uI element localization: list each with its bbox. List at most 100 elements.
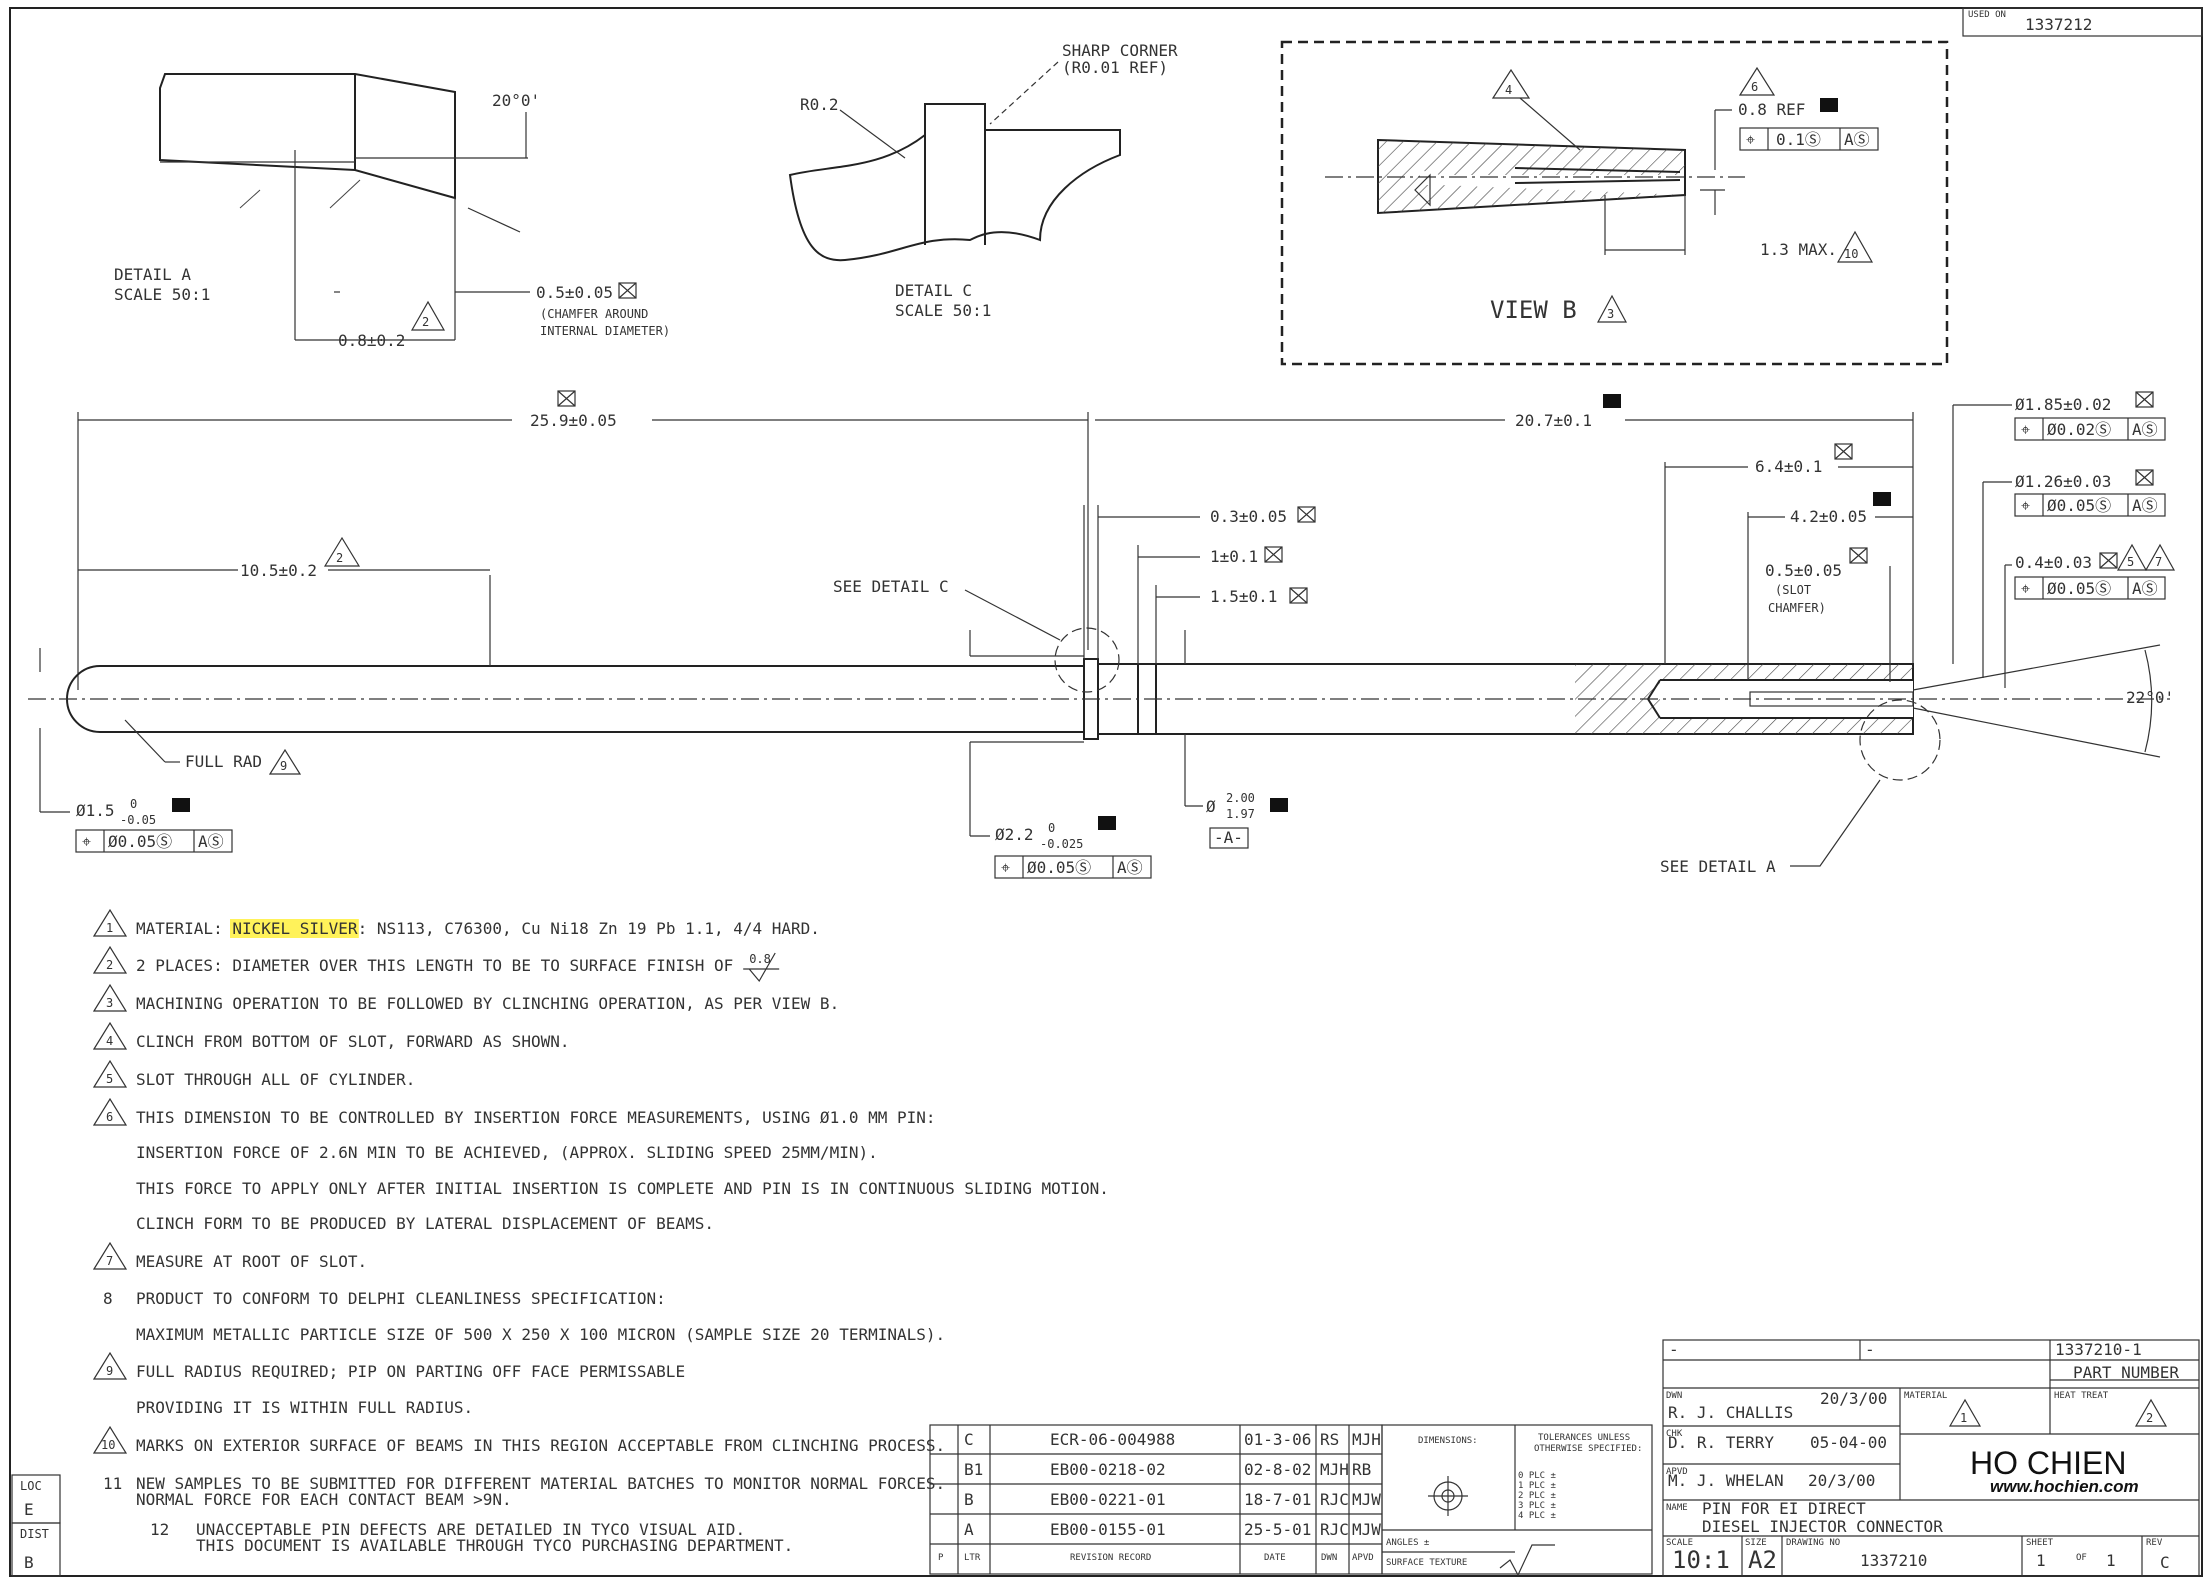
note-item: INSERTION FORCE OF 2.6N MIN TO BE ACHIEV… (136, 1143, 878, 1162)
note-text: THIS FORCE TO APPLY ONLY AFTER INITIAL I… (136, 1179, 1109, 1198)
svg-text:⌖: ⌖ (2021, 420, 2030, 439)
view-b-title: VIEW B (1490, 296, 1577, 324)
note-item: 8 PRODUCT TO CONFORM TO DELPHI CLEANLINES… (103, 1289, 666, 1308)
company-logo: HO CHIEN (1970, 1445, 2126, 1481)
svg-text:DIMENSIONS:: DIMENSIONS: (1418, 1436, 1478, 1446)
svg-text:LTR: LTR (964, 1553, 981, 1563)
svg-text:2: 2 (2146, 1411, 2153, 1425)
detail-a-scale: SCALE 50:1 (114, 285, 210, 304)
svg-text:6: 6 (1751, 80, 1758, 94)
rev-record: EB00-0221-01 (1050, 1490, 1166, 1509)
svg-text:AⓈ: AⓈ (1844, 130, 1870, 149)
dim-0-3: 0.3±0.05 (1210, 507, 1287, 526)
detail-c-radius: R0.2 (800, 95, 839, 114)
rev-record: EB00-0155-01 (1050, 1520, 1166, 1539)
svg-text:DWN: DWN (1321, 1553, 1337, 1563)
note-item: PROVIDING IT IS WITHIN FULL RADIUS. (136, 1398, 473, 1417)
note-flag-icon (92, 1021, 128, 1050)
svg-text:20/3/00: 20/3/00 (1808, 1471, 1875, 1490)
surface-finish-icon (743, 952, 780, 983)
sheet-border (9, 7, 2203, 1577)
highlight-mark (230, 919, 359, 938)
svg-text:CHAMFER): CHAMFER) (1768, 601, 1826, 615)
detail-a-angle: 20°0' (492, 91, 540, 110)
note-text: MATERIAL: NICKEL SILVER: NS113, C76300, … (136, 919, 820, 938)
svg-text:A2: A2 (1748, 1546, 1777, 1574)
detail-a-chamfer: 0.5±0.05 (536, 283, 613, 302)
note-text: MEASURE AT ROOT OF SLOT. (136, 1252, 367, 1271)
note-number: 8 (103, 1289, 113, 1308)
svg-text:C: C (2160, 1553, 2170, 1572)
svg-text:(SLOT: (SLOT (1775, 583, 1811, 597)
note-item: THIS FORCE TO APPLY ONLY AFTER INITIAL I… (136, 1179, 1109, 1198)
note-number: 3 (106, 996, 113, 1010)
note-number: 7 (106, 1254, 113, 1268)
dim-1-5: 1.5±0.1 (1210, 587, 1277, 606)
note-text: CLINCH FROM BOTTOM OF SLOT, FORWARD AS S… (136, 1032, 569, 1051)
svg-text:-: - (1669, 1340, 1679, 1359)
rev-date: 01-3-06 (1244, 1430, 1311, 1449)
note-text: PRODUCT TO CONFORM TO DELPHI CLEANLINESS… (136, 1289, 666, 1308)
note-item: 1 MATERIAL: NICKEL SILVER: NS113, C76300,… (92, 908, 820, 938)
svg-text:R. J. CHALLIS: R. J. CHALLIS (1668, 1403, 1793, 1422)
svg-text:1 PLC ±: 1 PLC ± (1518, 1481, 1557, 1491)
rev-dwn: RS (1320, 1430, 1339, 1449)
note-number: 2 (106, 958, 113, 972)
note-flag-icon (92, 1241, 128, 1270)
svg-text:0: 0 (130, 797, 137, 811)
note-text: THIS DIMENSION TO BE CONTROLLED BY INSER… (136, 1108, 936, 1127)
rev-dwn: RJC (1320, 1490, 1349, 1509)
dim-dia-1-85: Ø1.85±0.02 (2015, 395, 2111, 414)
rev-letter: B (964, 1490, 974, 1509)
note-text: CLINCH FORM TO BE PRODUCED BY LATERAL DI… (136, 1214, 714, 1233)
svg-text:OF: OF (2076, 1553, 2087, 1563)
svg-text:DRAWING NO: DRAWING NO (1786, 1538, 1840, 1548)
rev-record: EB00-0218-02 (1050, 1460, 1166, 1479)
rev-letter: C (964, 1430, 974, 1449)
detail-c-title: DETAIL C (895, 281, 972, 300)
svg-text:AⓈ: AⓈ (1117, 858, 1143, 877)
dim-0-4: 0.4±0.03 (2015, 553, 2092, 572)
svg-text:3 PLC ±: 3 PLC ± (1518, 1501, 1557, 1511)
note-text: NORMAL FORCE FOR EACH CONTACT BEAM >9N. (136, 1490, 512, 1509)
rev-letter: A (964, 1520, 974, 1539)
svg-text:(CHAMFER AROUND: (CHAMFER AROUND (540, 307, 648, 321)
see-detail-c: SEE DETAIL C (833, 577, 949, 596)
note-item: 7 MEASURE AT ROOT OF SLOT. (92, 1241, 367, 1271)
note-flag-icon (92, 983, 128, 1012)
svg-text:SURFACE TEXTURE: SURFACE TEXTURE (1386, 1558, 1467, 1568)
svg-text:APVD: APVD (1352, 1553, 1374, 1563)
svg-text:⌖: ⌖ (2021, 579, 2030, 598)
note-text: NEW SAMPLES TO BE SUBMITTED FOR DIFFEREN… (136, 1474, 945, 1493)
note-flag-icon (92, 1425, 128, 1454)
svg-text:1: 1 (2106, 1551, 2116, 1570)
svg-text:-0.025: -0.025 (1040, 837, 1083, 851)
dim-dia-2-2: Ø2.2 (995, 825, 1034, 844)
svg-text:⌖: ⌖ (2021, 496, 2030, 515)
note-flag-icon (92, 945, 128, 974)
note-item: THIS DOCUMENT IS AVAILABLE THROUGH TYCO … (196, 1536, 793, 1555)
svg-text:1: 1 (2036, 1551, 2046, 1570)
rev-date: 02-8-02 (1244, 1460, 1311, 1479)
note-number: 1 (106, 921, 113, 935)
svg-text:OTHERWISE SPECIFIED:: OTHERWISE SPECIFIED: (1534, 1444, 1642, 1454)
surface-finish-value: 0.8 (749, 952, 771, 966)
note-text: THIS DOCUMENT IS AVAILABLE THROUGH TYCO … (196, 1536, 793, 1555)
used-on-box: USED ON 1337212 (1962, 7, 2203, 37)
svg-text:DWN: DWN (1666, 1391, 1682, 1401)
svg-text:7: 7 (2155, 555, 2162, 569)
note-number: 5 (106, 1072, 113, 1086)
svg-text:AⓈ: AⓈ (198, 832, 224, 851)
svg-text:1337210: 1337210 (1860, 1551, 1927, 1570)
rev-dwn: MJH (1320, 1460, 1349, 1479)
svg-text:PIN FOR EI DIRECT: PIN FOR EI DIRECT (1702, 1499, 1866, 1518)
loc-dist-box: LOC E DIST B (11, 1474, 61, 1577)
svg-text:1337210-1: 1337210-1 (2055, 1340, 2142, 1359)
svg-text:B: B (24, 1553, 34, 1572)
svg-text:APVD: APVD (1666, 1467, 1688, 1477)
dim-angle-22: 22°0' (2126, 688, 2174, 707)
detail-c-scale: SCALE 50:1 (895, 301, 991, 320)
svg-text:⌖: ⌖ (1746, 130, 1755, 149)
